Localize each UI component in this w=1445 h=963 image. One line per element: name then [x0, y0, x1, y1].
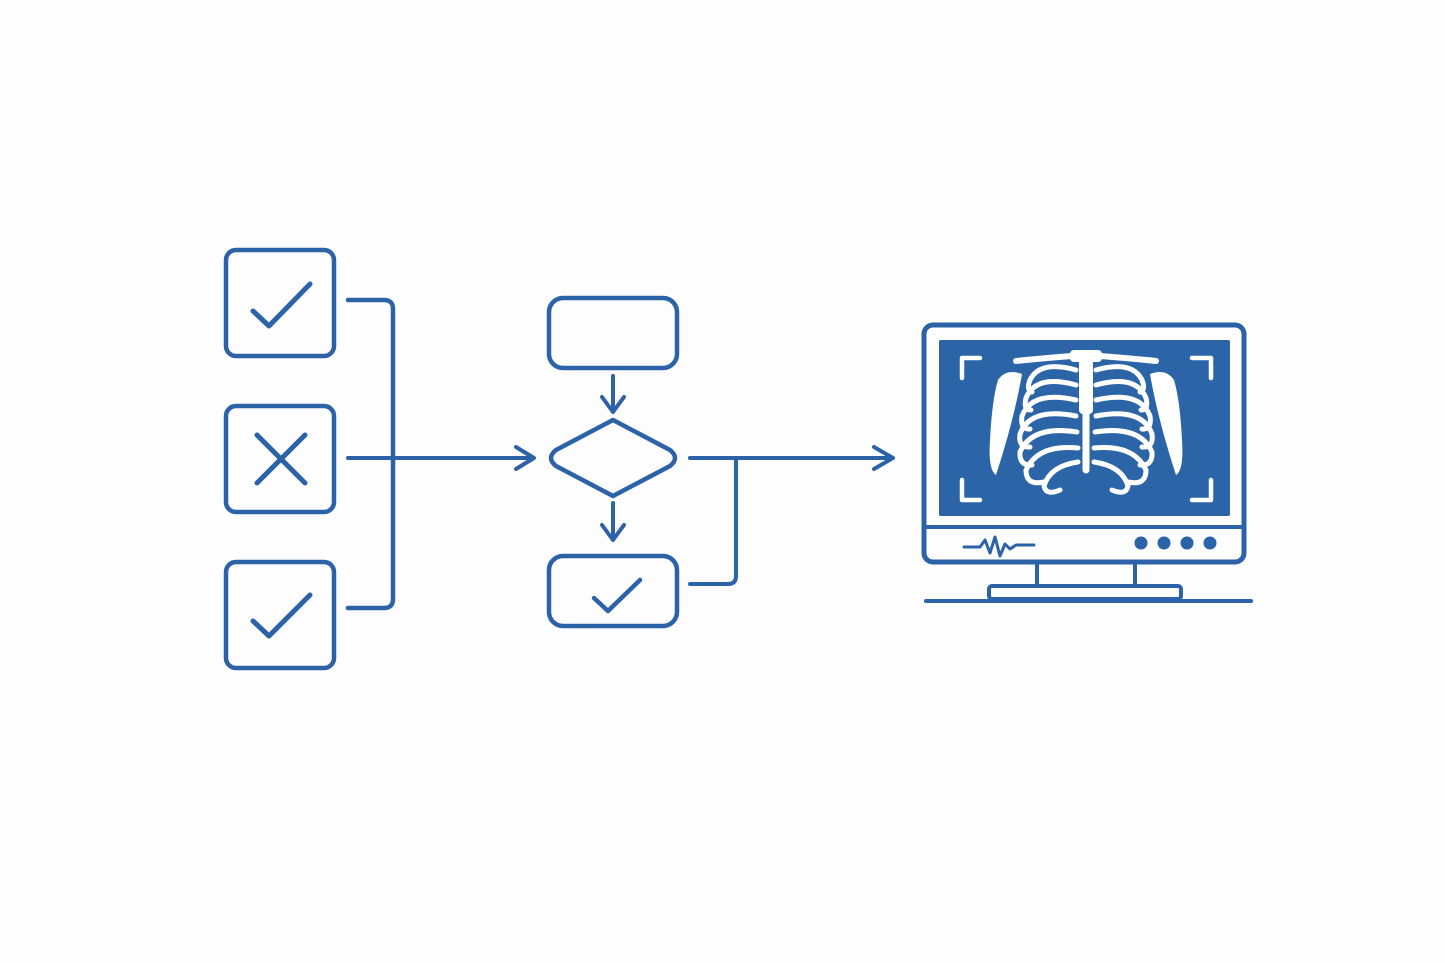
arrow-down-2: [600, 501, 626, 542]
output-connector: [688, 445, 895, 586]
arrow-down-icon: [600, 523, 626, 542]
status-light: [1180, 536, 1194, 550]
merge-connector: [345, 297, 536, 611]
checkmark-icon: [591, 577, 643, 614]
checkmark-icon: [250, 281, 313, 329]
viewfinder-brackets: [959, 355, 1214, 503]
arrow-right-icon: [872, 445, 895, 471]
checkmark-icon: [250, 592, 313, 639]
input-box-1: [223, 247, 337, 359]
chest-xray-icon: [989, 350, 1183, 495]
process-result-box: [546, 553, 680, 629]
decision-diamond: [548, 417, 678, 499]
cross-icon: [254, 432, 308, 486]
ribs: [1017, 364, 1155, 495]
input-box-3: [223, 559, 337, 671]
waveform-icon: [962, 535, 1036, 558]
status-light: [1203, 536, 1217, 550]
arrow-down-icon: [600, 395, 626, 414]
input-box-2: [223, 403, 337, 515]
status-light: [1157, 536, 1171, 550]
monitor-stand: [1035, 561, 1137, 588]
process-start-box: [546, 295, 680, 371]
arrow-right-icon: [514, 445, 536, 471]
status-light: [1134, 536, 1148, 550]
arrow-down-1: [600, 374, 626, 414]
monitor-icon: [921, 322, 1253, 603]
status-lights: [1134, 536, 1217, 550]
